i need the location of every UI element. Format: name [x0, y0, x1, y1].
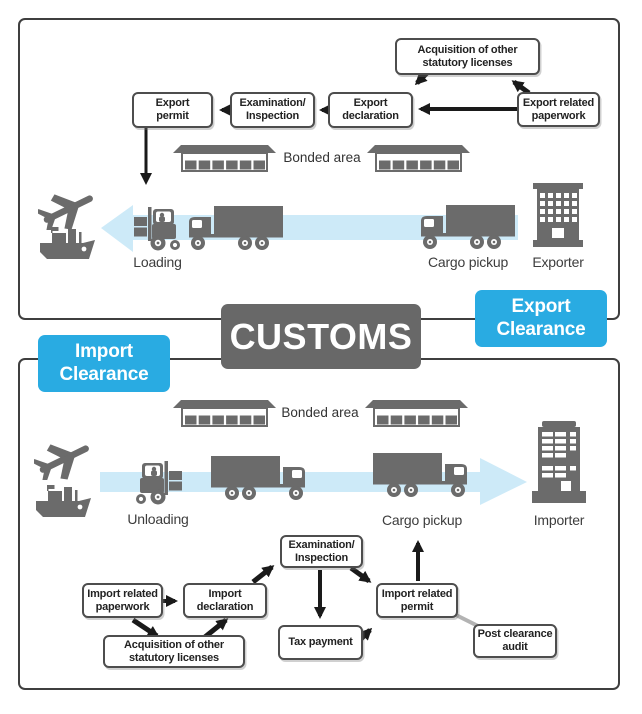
warehouse-icon — [367, 145, 470, 173]
exporter-building-icon — [528, 183, 588, 247]
forklift-icon — [134, 459, 182, 505]
ship-icon — [34, 484, 92, 518]
arrow-import-declaration-to-examination — [251, 565, 275, 584]
export-bonded-area-label: Bonded area — [283, 150, 361, 165]
truck-icon — [373, 453, 468, 498]
export-flow-arrow — [101, 205, 518, 252]
import-paperwork-box: Import related paperwork — [82, 583, 163, 618]
arrow-import-acquisition-to-declaration — [203, 618, 229, 639]
importer-building-icon — [532, 421, 586, 503]
import-declaration-box: Import declaration — [183, 583, 267, 618]
airplane-icon — [32, 436, 98, 484]
warehouse-icon — [173, 145, 276, 173]
warehouse-icon — [365, 400, 468, 428]
export-acquisition-box: Acquisition of other statutory licenses — [395, 38, 540, 75]
arrow-export-paperwork-to-acquisition — [511, 79, 531, 96]
import-bonded-area-label: Bonded area — [281, 405, 359, 420]
export-examination-box: Examination/ Inspection — [230, 92, 315, 128]
cargo-pickup-label: Cargo pickup — [381, 512, 463, 528]
export-paperwork-box: Export related paperwork — [517, 92, 600, 127]
tax-payment-box: Tax payment — [278, 625, 363, 660]
loading-label: Loading — [133, 254, 182, 270]
ship-icon — [38, 226, 96, 260]
truck-icon — [188, 206, 283, 251]
import-flow-arrow — [100, 458, 527, 505]
import-clearance-badge: Import Clearance — [38, 335, 170, 392]
arrow-import-paperwork-to-acquisition — [131, 617, 160, 639]
export-permit-box: Export permit — [132, 92, 213, 128]
export-declaration-box: Export declaration — [328, 92, 413, 128]
import-permit-box: Import related permit — [376, 583, 458, 618]
warehouse-icon — [173, 400, 276, 428]
post-clearance-audit-box: Post clearance audit — [473, 624, 557, 658]
cargo-pickup-label: Cargo pickup — [427, 254, 509, 270]
customs-title: CUSTOMS — [221, 304, 421, 369]
export-clearance-badge: Export Clearance — [475, 290, 607, 347]
truck-icon — [420, 205, 515, 250]
arrow-examination-to-import-permit — [349, 565, 372, 584]
airplane-icon — [36, 186, 102, 234]
unloading-label: Unloading — [127, 511, 189, 527]
import-examination-box: Examination/ Inspection — [280, 535, 363, 568]
importer-label: Importer — [533, 512, 585, 528]
import-acquisition-box: Acquisition of other statutory licenses — [103, 635, 245, 668]
forklift-icon — [134, 205, 182, 251]
exporter-label: Exporter — [532, 254, 584, 270]
truck-icon — [211, 456, 306, 501]
